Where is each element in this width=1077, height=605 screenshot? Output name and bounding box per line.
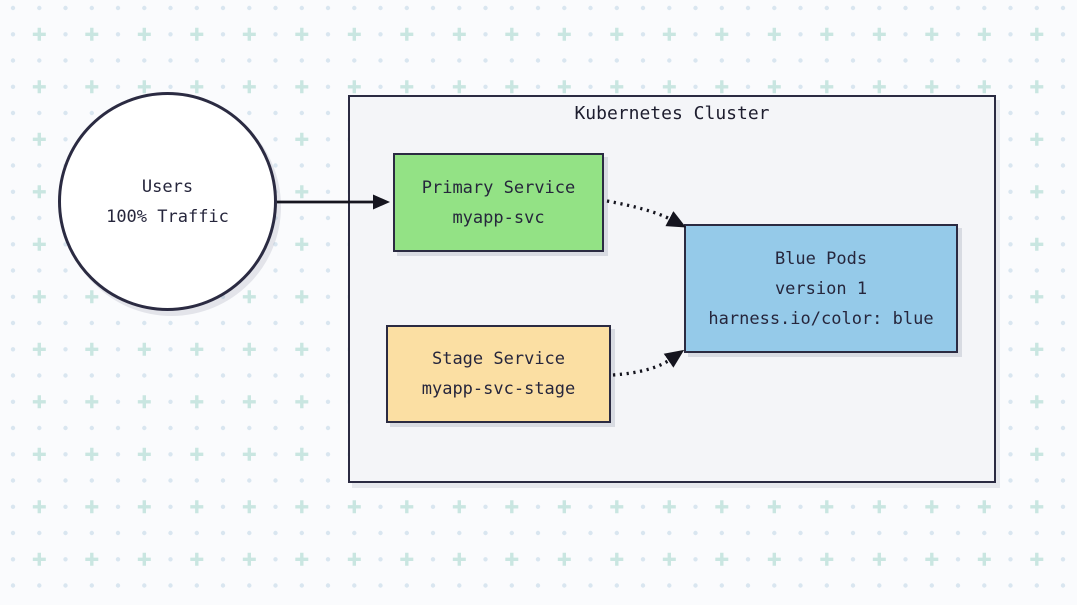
cluster-title: Kubernetes Cluster — [574, 103, 770, 124]
stage-service-label-line1: Stage Service — [431, 349, 566, 369]
blue-pods-node: Blue Pods version 1 harness.io/color: bl… — [684, 224, 958, 353]
users-node: Users 100% Traffic — [58, 92, 277, 311]
primary-service-label-line1: Primary Service — [421, 177, 576, 198]
stage-service-node: Stage Service myapp-svc-stage — [386, 325, 611, 423]
stage-service-label-line2: myapp-svc-stage — [421, 379, 576, 399]
primary-service-label-line2: myapp-svc — [452, 207, 545, 228]
users-label-line1: Users — [141, 176, 194, 197]
blue-pods-label-line3: harness.io/color: blue — [708, 308, 934, 329]
users-label-line2: 100% Traffic — [106, 206, 229, 227]
primary-service-node: Primary Service myapp-svc — [393, 153, 604, 252]
blue-pods-label-line2: version 1 — [774, 278, 868, 299]
blue-pods-label-line1: Blue Pods — [774, 248, 868, 269]
